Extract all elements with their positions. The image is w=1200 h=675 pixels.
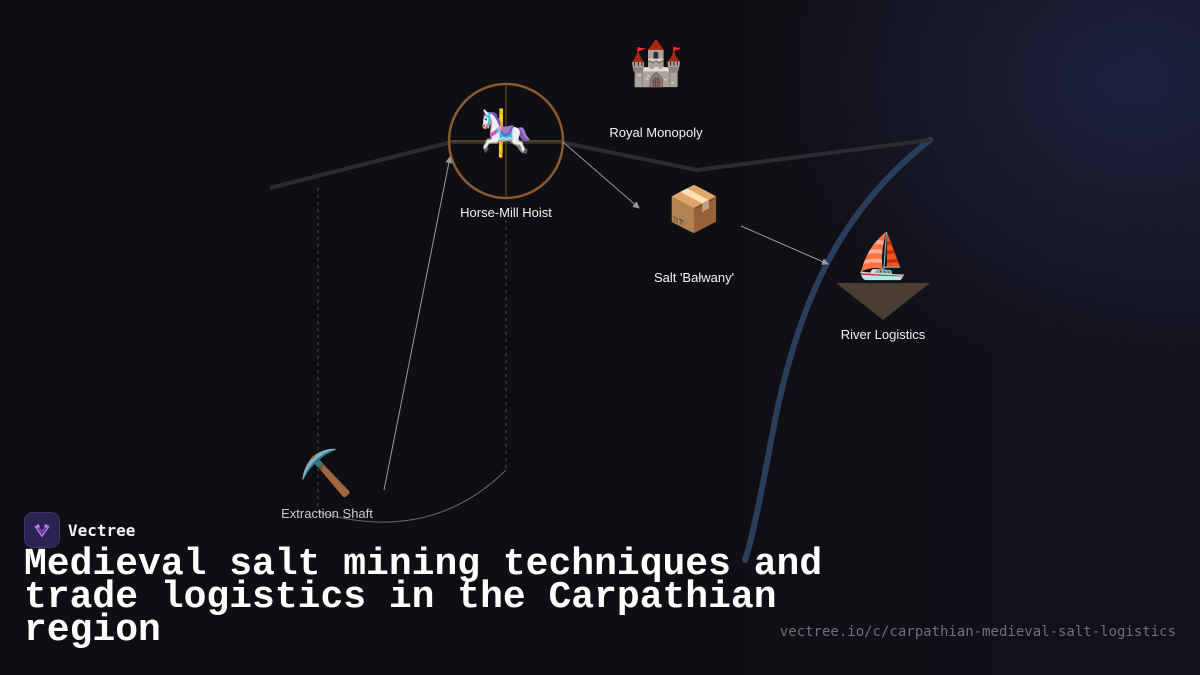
node-label-salt-balwany: Salt 'Bałwany'	[653, 270, 735, 285]
brand-name: Vectree	[68, 520, 136, 540]
source-url[interactable]: vectree.io/c/carpathian-medieval-salt-lo…	[779, 624, 1176, 640]
vectree-logo-icon	[24, 512, 60, 548]
arrow-salt-to-river	[740, 225, 829, 265]
sailboat-icon: ⛵	[854, 231, 910, 282]
brand[interactable]: Vectree	[24, 512, 135, 548]
node-label-royal-monopoly: Royal Monopoly	[609, 125, 703, 140]
node-label-extraction-shaft: Extraction Shaft	[281, 506, 373, 521]
river-path	[742, 137, 933, 563]
arrow-shaft-to-hoist	[383, 156, 453, 491]
page-title: Medieval salt mining techniques and trad…	[24, 543, 823, 652]
carousel-horse-icon: 🎠	[478, 108, 534, 159]
tunnel-curve	[317, 469, 507, 523]
ridge-line	[269, 138, 931, 190]
package-icon: 📦	[666, 184, 722, 235]
castle-icon: 🏰	[628, 38, 684, 89]
pickaxe-icon: ⛏️	[298, 448, 354, 499]
arrow-hoist-to-salt	[562, 141, 640, 209]
node-label-river-logistics: River Logistics	[840, 327, 926, 342]
node-label-horse-mill-hoist: Horse-Mill Hoist	[460, 205, 552, 220]
boat-hull-shape	[836, 283, 930, 320]
